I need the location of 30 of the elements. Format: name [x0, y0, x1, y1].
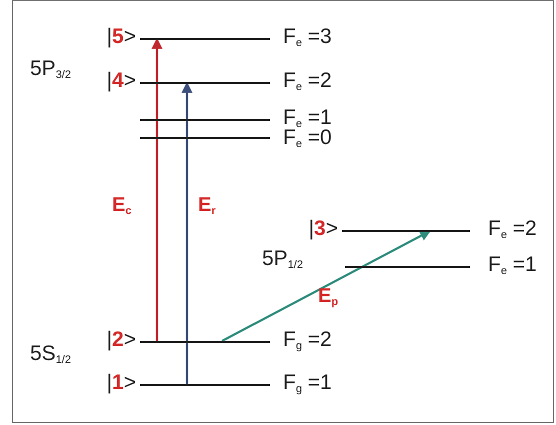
edge-label: E$_{p}$ — [318, 286, 338, 306]
state-label: |3> — [308, 218, 338, 239]
energy-level-line — [140, 82, 270, 84]
quantum-number-label: F$_{g}$ =2 — [283, 329, 332, 350]
arrow — [221, 230, 431, 342]
state-label: |4> — [106, 70, 136, 91]
edge-label: E$_{c}$ — [112, 195, 132, 215]
state-label: |1> — [106, 372, 136, 393]
quantum-number-label: F$_{e}$ =3 — [283, 26, 332, 47]
quantum-number-label: F$_{e}$ =1 — [488, 254, 537, 275]
arrow — [182, 82, 192, 384]
term-label: 5S$_{1/2}$ — [30, 343, 71, 364]
quantum-number-label: F$_{e}$ =1 — [283, 107, 332, 128]
arrow — [152, 38, 162, 341]
energy-level-line — [342, 230, 470, 232]
quantum-number-label: F$_{e}$ =0 — [283, 127, 332, 148]
energy-level-line — [140, 38, 270, 40]
state-label: |5> — [106, 26, 136, 47]
term-label: 5P$_{1/2}$ — [262, 248, 303, 269]
state-label: |2> — [106, 329, 136, 350]
quantum-number-label: F$_{e}$ =2 — [283, 70, 332, 91]
quantum-number-label: F$_{e}$ =2 — [488, 218, 537, 239]
energy-level-line — [345, 266, 470, 268]
energy-level-line — [140, 119, 270, 120]
term-label: 5P$_{3/2}$ — [30, 58, 71, 79]
quantum-number-label: F$_{g}$ =1 — [283, 372, 332, 393]
energy-level-line — [140, 384, 270, 386]
energy-level-line — [140, 341, 270, 342]
energy-level-line — [140, 137, 270, 138]
edge-label: E$_{r}$ — [198, 195, 216, 215]
